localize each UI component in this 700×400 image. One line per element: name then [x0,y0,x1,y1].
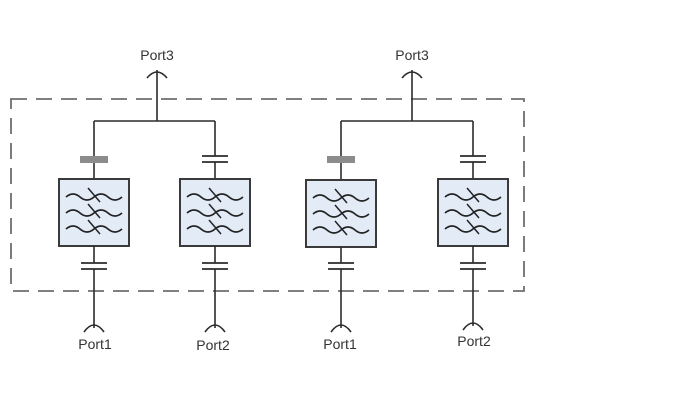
filter-icon [437,178,509,247]
filter-icon [305,179,377,248]
port2-antenna-icon [462,322,484,331]
capacitor-icon [202,262,228,270]
port2-label: Port2 [196,337,230,353]
module-2: Port3 Port1 [305,47,509,352]
port2-antenna-icon [204,324,226,333]
grey-capacitor-icon [80,156,108,163]
capacitor-icon [460,262,486,270]
port1-label: Port1 [78,336,112,352]
capacitor-icon [202,155,228,163]
dashed-module-boundary [10,98,525,292]
capacitor-icon [460,155,486,163]
capacitor-icon [328,262,354,270]
port3-label: Port3 [140,47,174,63]
port1-antenna-icon [330,324,352,333]
grey-capacitor-icon [327,156,355,163]
filter-icon [179,178,251,247]
port1-antenna-icon [83,324,105,333]
port1-label: Port1 [323,336,357,352]
capacitor-icon [81,262,107,270]
module-1: Port3 Port1 [58,47,251,353]
port2-label: Port2 [457,333,491,349]
port3-label: Port3 [395,47,429,63]
filter-icon [58,178,130,247]
